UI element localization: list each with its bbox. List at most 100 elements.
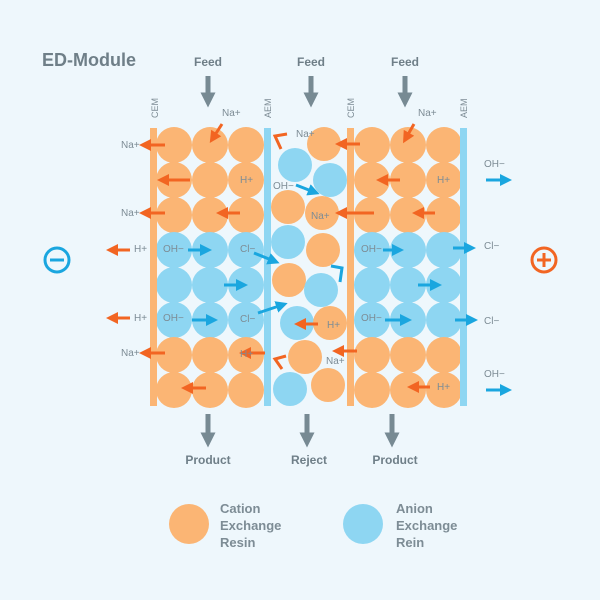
ion-label: H+: [437, 382, 450, 393]
ion-label: OH−: [163, 244, 184, 255]
cation-resin-bead: [228, 372, 264, 408]
ion-label: OH−: [361, 244, 382, 255]
anion-resin-swatch: [343, 504, 383, 544]
anion-resin-bead: [271, 225, 305, 259]
membrane-label: AEM: [263, 98, 273, 118]
cation-resin-bead: [390, 127, 426, 163]
ion-label: OH−: [484, 159, 505, 170]
cation-resin-bead: [426, 162, 462, 198]
membrane-label: CEM: [150, 98, 160, 118]
ion-label: Cl−: [484, 316, 499, 327]
anion-resin-bead: [426, 302, 462, 338]
cation-resin-bead: [426, 127, 462, 163]
cation-resin-bead: [354, 337, 390, 373]
legend-text: Exchange: [396, 518, 457, 533]
cation-resin-bead: [192, 127, 228, 163]
ion-label: H+: [437, 175, 450, 186]
ion-arrows: [106, 123, 512, 396]
ion-label: H+: [327, 320, 340, 331]
ion-label: OH−: [273, 181, 294, 192]
retained-ion-arrow: [272, 132, 288, 150]
anion-resin-bead: [304, 273, 338, 307]
anion-resin-bead: [313, 163, 347, 197]
anion-resin-bead: [354, 302, 390, 338]
ion-label: Na+: [121, 208, 140, 219]
cation-resin-bead: [305, 196, 339, 230]
product-label: Product: [372, 453, 417, 467]
cem-membrane-1: [150, 128, 157, 406]
cation-resin-bead: [228, 162, 264, 198]
product-label: Product: [185, 453, 230, 467]
anion-resin-bead: [273, 372, 307, 406]
ion-label: OH−: [163, 313, 184, 324]
legend-text: Rein: [396, 535, 424, 550]
positive-electrode-icon: [530, 246, 558, 274]
ion-label: Cl−: [484, 241, 499, 252]
anion-resin-bead: [354, 267, 390, 303]
anion-resin-bead: [156, 232, 192, 268]
cation-resin-bead: [354, 162, 390, 198]
cation-resin-bead: [192, 197, 228, 233]
legend-text: Exchange: [220, 518, 281, 533]
anion-resin-bead: [354, 232, 390, 268]
ion-label: H+: [134, 313, 147, 324]
feed-label: Feed: [391, 55, 419, 69]
anion-migration-arrow: [257, 301, 288, 315]
membrane-label: CEM: [346, 98, 356, 118]
anion-resin-bead: [192, 267, 228, 303]
ion-label: Na+: [222, 108, 241, 119]
resin-beads: [156, 127, 462, 408]
cation-resin-swatch: [169, 504, 209, 544]
feed-label: Feed: [194, 55, 222, 69]
aem-membrane-1: [264, 128, 271, 406]
ion-label: Na+: [326, 356, 345, 367]
legend-anion: Anion Exchange Rein: [343, 501, 457, 550]
cation-resin-bead: [354, 127, 390, 163]
retained-ion-arrow: [330, 264, 344, 283]
outlets: Product Reject Product: [185, 453, 417, 467]
cation-resin-bead: [228, 197, 264, 233]
anion-resin-bead: [228, 302, 264, 338]
anion-resin-bead: [228, 232, 264, 268]
cation-resin-bead: [156, 127, 192, 163]
ion-label: Na+: [296, 129, 315, 140]
cation-migration-arrow: [209, 123, 224, 144]
negative-electrode-icon: [43, 246, 71, 274]
anion-resin-bead: [426, 267, 462, 303]
anion-resin-bead: [390, 267, 426, 303]
cation-resin-bead: [192, 162, 228, 198]
anion-migration-arrow: [253, 251, 280, 265]
cation-resin-bead: [426, 337, 462, 373]
cation-resin-bead: [288, 340, 322, 374]
aem-membrane-2: [460, 128, 467, 406]
flow-arrows: [200, 76, 413, 448]
ion-label: H+: [240, 349, 253, 360]
legend-cation: Cation Exchange Resin: [169, 501, 281, 550]
ion-label: H+: [240, 175, 253, 186]
anion-resin-bead: [426, 232, 462, 268]
cation-resin-bead: [307, 127, 341, 161]
ion-labels: Na+ Na+ H+ H+ Na+ OH− Cl− Cl− OH− Na+ H+…: [121, 108, 505, 393]
ion-label: Na+: [418, 108, 437, 119]
ion-label: Na+: [121, 140, 140, 151]
cation-migration-arrow: [403, 123, 416, 144]
anion-resin-bead: [156, 267, 192, 303]
legend-text: Resin: [220, 535, 255, 550]
ion-label: OH−: [484, 369, 505, 380]
ion-label: OH−: [361, 313, 382, 324]
cation-resin-bead: [156, 337, 192, 373]
ion-label: Cl−: [240, 244, 255, 255]
cation-resin-bead: [426, 372, 462, 408]
cation-resin-bead: [354, 197, 390, 233]
anion-resin-bead: [278, 148, 312, 182]
feed-inlets: Feed Feed Feed: [194, 55, 419, 69]
ion-label: Na+: [121, 348, 140, 359]
cation-resin-bead: [228, 127, 264, 163]
feed-label: Feed: [297, 55, 325, 69]
retained-ion-arrow: [272, 354, 287, 370]
ion-label: Na+: [311, 211, 330, 222]
cation-resin-bead: [306, 233, 340, 267]
cation-resin-bead: [390, 372, 426, 408]
legend-text: Cation: [220, 501, 261, 516]
